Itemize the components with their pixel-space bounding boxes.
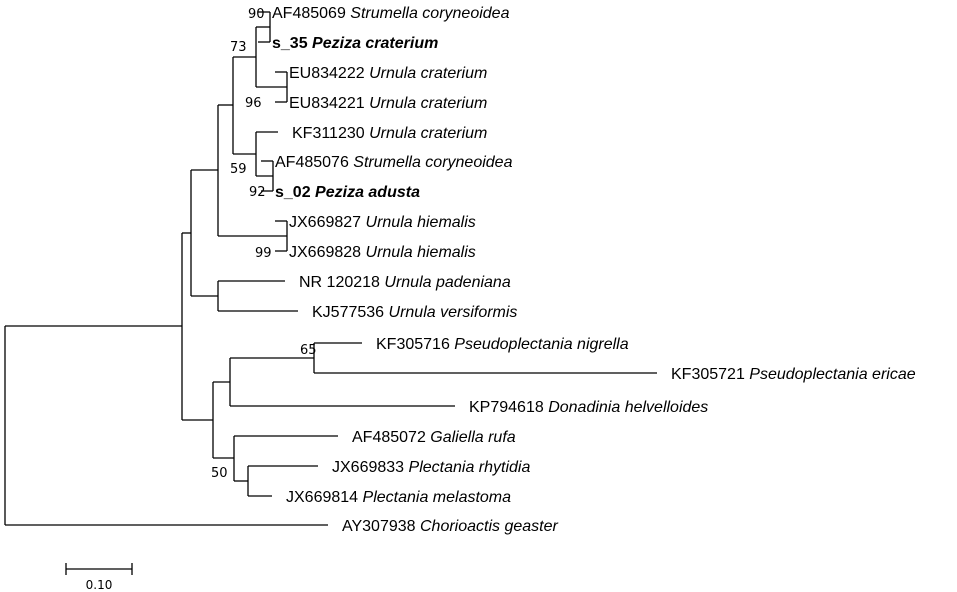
leaf-label-l13: KF305721 Pseudoplectania ericae (671, 366, 916, 383)
leaf-accession: JX669814 (286, 489, 363, 506)
leaf-label-l4: EU834221 Urnula craterium (289, 95, 487, 112)
leaf-species: Pseudoplectania ericae (749, 366, 915, 383)
leaf-label-l9: JX669828 Urnula hiemalis (289, 244, 476, 261)
leaf-accession: NR 120218 (299, 274, 384, 291)
leaf-label-l12: KF305716 Pseudoplectania nigrella (376, 336, 629, 353)
leaf-species: Urnula hiemalis (366, 244, 476, 261)
leaf-accession: AF485069 (272, 5, 350, 22)
leaf-species: Plectania melastoma (363, 489, 512, 506)
bootstrap-value: 59 (230, 162, 247, 177)
leaf-species: Pseudoplectania nigrella (454, 336, 628, 353)
leaf-species: Urnula padeniana (384, 274, 510, 291)
leaf-species: Urnula craterium (369, 95, 487, 112)
leaf-label-l14: KP794618 Donadinia helvelloides (469, 399, 708, 416)
leaf-species: Donadinia helvelloides (548, 399, 708, 416)
bootstrap-value: 65 (300, 343, 317, 358)
leaf-accession: AF485072 (352, 429, 430, 446)
leaf-species: Plectania rhytidia (409, 459, 531, 476)
leaf-accession: KJ577536 (312, 304, 389, 321)
leaf-accession: JX669827 (289, 214, 366, 231)
leaf-species: Urnula craterium (369, 125, 487, 142)
leaf-label-l7: s_02 Peziza adusta (275, 184, 420, 201)
leaf-label-l6: AF485076 Strumella coryneoidea (275, 154, 513, 171)
leaf-accession: JX669828 (289, 244, 366, 261)
leaf-label-l5: KF311230 Urnula craterium (292, 125, 487, 142)
leaf-label-l17: JX669814 Plectania melastoma (286, 489, 511, 506)
bootstrap-value: 50 (211, 466, 228, 481)
leaf-label-l11: KJ577536 Urnula versiformis (312, 304, 517, 321)
tree-branches (4, 11, 657, 526)
leaf-accession: s_02 (275, 184, 315, 201)
leaf-label-l3: EU834222 Urnula craterium (289, 65, 487, 82)
bootstrap-value: 99 (255, 246, 272, 261)
leaf-label-l8: JX669827 Urnula hiemalis (289, 214, 476, 231)
scale-bar: 0.10 (65, 563, 133, 592)
bootstrap-value: 96 (245, 96, 262, 111)
leaf-species: Peziza adusta (315, 184, 420, 201)
leaf-label-l10: NR 120218 Urnula padeniana (299, 274, 511, 291)
leaf-species: Galiella rufa (430, 429, 515, 446)
leaf-accession: KF311230 (292, 125, 369, 142)
bootstrap-value: 92 (249, 185, 266, 200)
leaf-species: Strumella coryneoidea (353, 154, 512, 171)
leaf-accession: JX669833 (332, 459, 409, 476)
leaf-accession: KF305721 (671, 366, 749, 383)
leaf-labels: AF485069 Strumella coryneoidea s_35 Peziz… (272, 5, 916, 535)
leaf-label-l2: s_35 Peziza craterium (272, 35, 438, 52)
leaf-species: Strumella coryneoidea (350, 5, 509, 22)
leaf-accession: EU834221 (289, 95, 369, 112)
leaf-species: Urnula craterium (369, 65, 487, 82)
leaf-accession: KP794618 (469, 399, 548, 416)
leaf-species: Urnula versiformis (389, 304, 518, 321)
leaf-accession: AF485076 (275, 154, 353, 171)
leaf-accession: AY307938 (342, 518, 420, 535)
leaf-label-l15: AF485072 Galiella rufa (352, 429, 516, 446)
leaf-species: Urnula hiemalis (366, 214, 476, 231)
scale-bar-label: 0.10 (86, 578, 113, 592)
leaf-accession: s_35 (272, 35, 312, 52)
leaf-label-l16: JX669833 Plectania rhytidia (332, 459, 530, 476)
leaf-accession: KF305716 (376, 336, 454, 353)
bootstrap-value: 90 (248, 7, 265, 22)
leaf-species: Chorioactis geaster (420, 518, 559, 535)
leaf-label-l18: AY307938 Chorioactis geaster (342, 518, 559, 535)
bootstrap-value: 73 (230, 40, 247, 55)
leaf-label-l1: AF485069 Strumella coryneoidea (272, 5, 510, 22)
leaf-species: Peziza craterium (312, 35, 438, 52)
leaf-accession: EU834222 (289, 65, 369, 82)
